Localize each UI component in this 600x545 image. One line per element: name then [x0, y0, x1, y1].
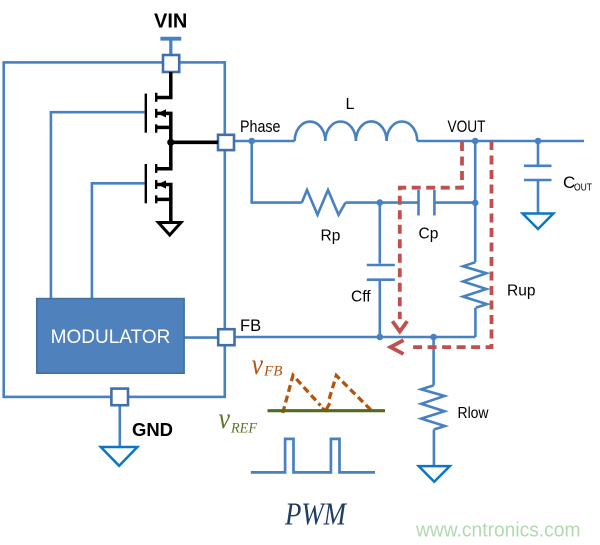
svg-text:v: v — [219, 402, 231, 435]
svg-text:FB: FB — [263, 364, 283, 380]
svg-text:Cff: Cff — [351, 289, 371, 306]
svg-text:Rlow: Rlow — [458, 405, 490, 422]
svg-text:Rp: Rp — [321, 228, 341, 245]
svg-text:VOUT: VOUT — [448, 118, 486, 136]
svg-text:PWM: PWM — [284, 496, 348, 532]
svg-text:Cp: Cp — [419, 226, 439, 243]
svg-text:VIN: VIN — [154, 11, 187, 33]
svg-text:L: L — [346, 96, 355, 113]
svg-text:GND: GND — [132, 420, 173, 440]
svg-text:REF: REF — [230, 421, 257, 437]
svg-text:Phase: Phase — [240, 118, 281, 136]
svg-text:Rup: Rup — [507, 283, 535, 300]
svg-text:C: C — [563, 173, 575, 192]
svg-text:MODULATOR: MODULATOR — [51, 327, 171, 348]
svg-text:www.cntronics.com: www.cntronics.com — [415, 520, 580, 542]
svg-text:OUT: OUT — [574, 182, 592, 194]
svg-text:v: v — [252, 348, 264, 381]
svg-text:FB: FB — [240, 317, 261, 335]
